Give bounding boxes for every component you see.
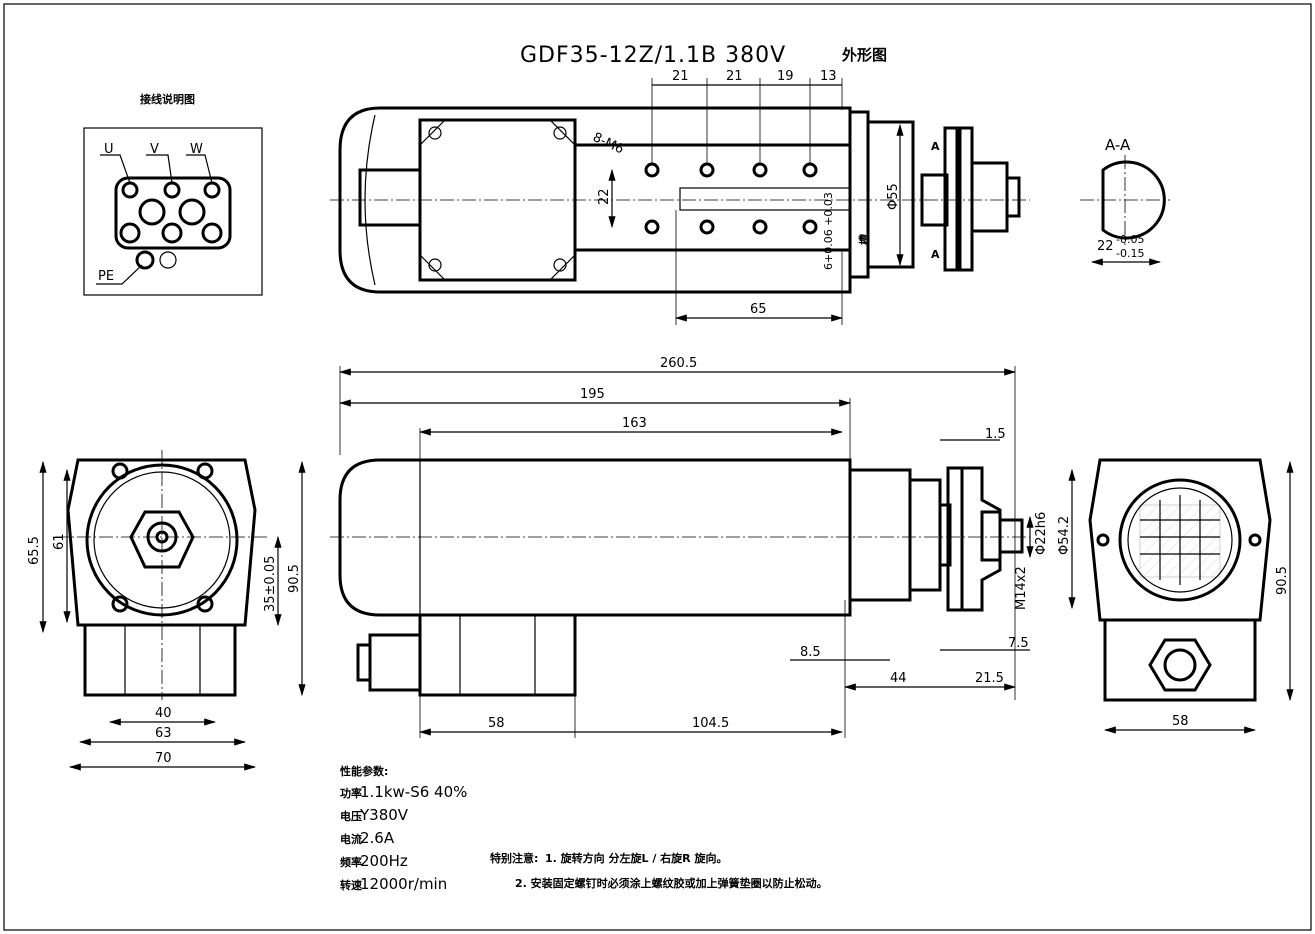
terminal-v-label: V (150, 142, 159, 157)
section-dim: 22 (1097, 239, 1114, 254)
dim-21-5: 21.5 (975, 671, 1004, 686)
dim-40: 40 (155, 706, 172, 721)
spec-label-current: 电流 (340, 832, 362, 846)
sheet-border (3, 3, 1312, 931)
dim-m14x2: M14x2 (1014, 566, 1029, 610)
dim-65: 65 (750, 302, 767, 317)
special-notes: 特别注意: 1. 旋转方向 分左旋L / 右旋R 旋向。 2. 安装固定螺钉时必… (490, 851, 828, 890)
dim-22: 22 (597, 188, 612, 205)
dim-21-a: 21 (672, 69, 689, 84)
wiring-title: 接线说明图 (140, 92, 195, 106)
spec-label-voltage: 电压 (340, 809, 362, 823)
dim-58-right: 58 (1172, 714, 1189, 729)
drawing-title-suffix: 外形图 (841, 46, 887, 64)
front-view: 260.5 195 163 1.5 Φ22h6 Φ54.2 M14x2 7.5 … (330, 356, 1076, 738)
holes-callout: 8-M6 (590, 130, 626, 157)
dim-13: 13 (820, 69, 837, 84)
note-1: 1. 旋转方向 分左旋L / 右旋R 旋向。 (545, 851, 727, 865)
dim-63: 63 (155, 726, 172, 741)
spec-label-speed: 转速 (340, 878, 362, 892)
dim-35: 35±0.05 (263, 556, 278, 612)
dim-21-b: 21 (726, 69, 743, 84)
drawing-title: GDF35-12Z/1.1B 380V (520, 43, 786, 68)
terminal-w-label: W (190, 142, 203, 157)
dim-phi55: Φ55 (886, 183, 901, 210)
slot-label: 槽 (857, 234, 871, 245)
dim-65-5: 65.5 (27, 536, 42, 565)
note-2: 2. 安装固定螺钉时必须涂上螺纹胶或加上弹簧垫圈以防止松动。 (515, 876, 828, 890)
specs-header: 性能参数: (340, 764, 388, 778)
dim-7-5: 7.5 (1008, 636, 1029, 651)
dim-19: 19 (777, 69, 794, 84)
spec-value-voltage: Y380V (359, 806, 409, 824)
mounting-holes (644, 162, 818, 235)
dim-163: 163 (622, 416, 647, 431)
dim-1-5: 1.5 (985, 427, 1006, 442)
wiring-diagram: 接线说明图 U V W PE (83, 92, 263, 296)
dim-58: 58 (488, 716, 505, 731)
spec-label-frequency: 频率 (340, 855, 362, 869)
section-tol-upper: -0.05 (1116, 233, 1144, 246)
spec-value-power: 1.1kw-S6 40% (360, 783, 467, 801)
dim-260-5: 260.5 (660, 356, 697, 371)
section-a-a: A-A 22 -0.05 -0.15 (1080, 136, 1170, 266)
dim-61: 61 (52, 533, 67, 550)
dim-phi22h6: Φ22h6 (1034, 512, 1049, 555)
section-marker-bottom: A (931, 248, 940, 261)
terminal-u-label: U (104, 142, 114, 157)
dim-104-5: 104.5 (692, 716, 729, 731)
dim-195: 195 (580, 387, 605, 402)
spec-value-current: 2.6A (360, 829, 395, 847)
performance-specs: 性能参数: 功率 1.1kw-S6 40% 电压 Y380V 电流 2.6A 频… (340, 764, 467, 893)
dim-8-5: 8.5 (800, 645, 821, 660)
section-tol-lower: -0.15 (1116, 247, 1144, 260)
terminal-pe-label: PE (98, 269, 114, 284)
dim-phi54-2: Φ54.2 (1057, 516, 1072, 555)
right-end-view: 90.5 58 (1088, 458, 1294, 734)
spec-value-speed: 12000r/min (360, 875, 447, 893)
dim-90-5-right: 90.5 (1275, 566, 1290, 595)
left-end-view: 65.5 61 35±0.05 90.5 40 63 70 (27, 450, 306, 771)
dim-70: 70 (155, 751, 172, 766)
top-view: A A 21 21 19 13 8-M6 22 65 Φ55 6+0.06 +0… (330, 69, 1030, 325)
dim-keyway-tolerance: 6+0.06 +0.03 (822, 192, 835, 270)
spec-label-power: 功率 (340, 786, 362, 800)
notes-header: 特别注意: (490, 851, 538, 865)
dim-44: 44 (890, 671, 907, 686)
section-label: A-A (1105, 136, 1131, 154)
dim-90-5-left: 90.5 (287, 564, 302, 593)
spec-value-frequency: 200Hz (360, 852, 408, 870)
section-marker-top: A (931, 140, 940, 153)
